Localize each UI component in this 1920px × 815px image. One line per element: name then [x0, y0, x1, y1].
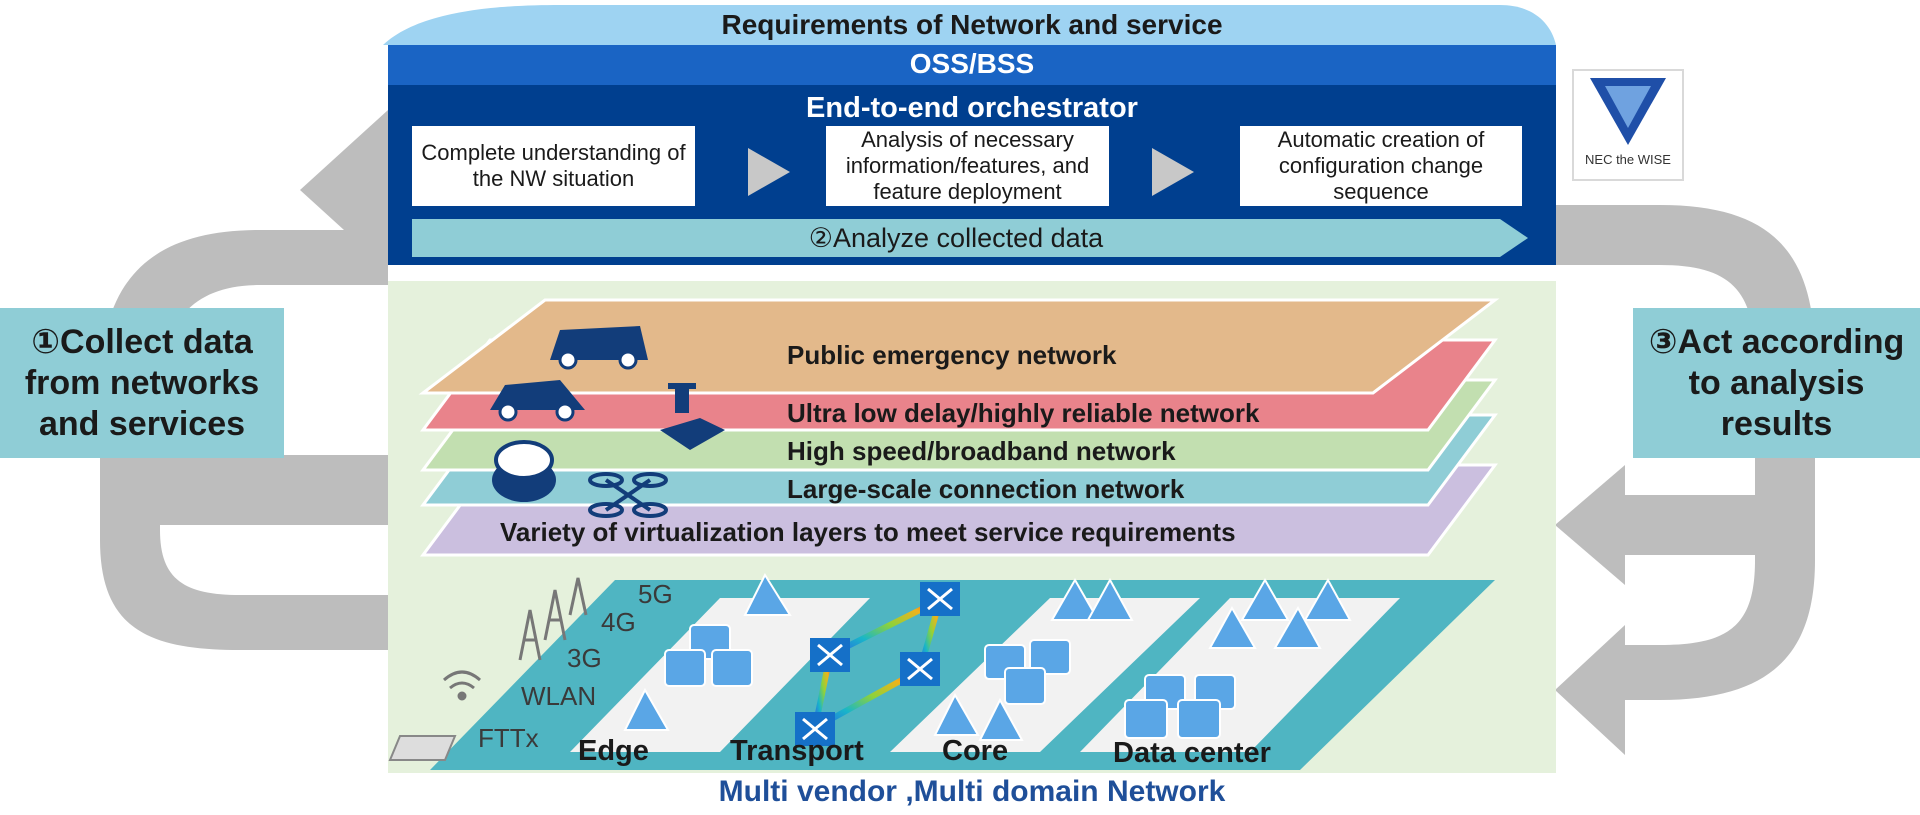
logo-text: NEC the WISE	[1585, 152, 1671, 167]
orchestrator-title: End-to-end orchestrator	[806, 92, 1138, 124]
domain-core: Core	[942, 735, 1009, 767]
access-fttx: FTTx	[478, 723, 539, 753]
step-arrow-icon	[1152, 148, 1194, 196]
car-icon	[490, 380, 585, 422]
server-icons	[664, 624, 1236, 739]
function-triangle-icons	[623, 572, 1352, 741]
access-4g: 4G	[601, 607, 636, 637]
wifi-icon	[443, 670, 481, 701]
oss-bss-bar	[388, 45, 1556, 85]
step-understand-nw: Complete understanding of the NW situati…	[412, 126, 695, 206]
step-config-sequence: Automatic creation of configuration chan…	[1240, 126, 1522, 206]
layer-public-emergency	[418, 298, 1500, 395]
onu-device-icon	[388, 735, 457, 761]
transport-switch-icons	[795, 582, 960, 746]
domain-transport: Transport	[730, 735, 864, 767]
right-cycle-arrow	[1555, 205, 1815, 755]
drone-icon	[588, 472, 668, 518]
layer-label-large-scale: Large-scale connection network	[787, 474, 1185, 504]
access-3g: 3G	[567, 643, 602, 673]
camera-icon	[660, 383, 725, 450]
cell-tower-icons	[518, 577, 588, 661]
layer-label-virtualization: Variety of virtualization layers to meet…	[500, 517, 1236, 547]
robot-vacuum-icon	[492, 440, 556, 502]
requirements-header-shape	[383, 5, 1556, 45]
step-analysis-features: Analysis of necessary information/featur…	[826, 126, 1109, 206]
act-results-label: ③Act according to analysis results	[1633, 308, 1920, 458]
layer-label-high-speed: High speed/broadband network	[787, 436, 1176, 466]
step-arrow-icon	[748, 148, 790, 196]
domain-data-center: Data center	[1113, 737, 1271, 769]
footer-title: Multi vendor ,Multi domain Network	[718, 775, 1226, 808]
ambulance-icon	[550, 326, 648, 370]
analyze-banner-label: ②Analyze collected data	[808, 223, 1104, 253]
oss-bss-label: OSS/BSS	[909, 48, 1035, 79]
domain-edge: Edge	[578, 735, 649, 767]
collect-data-label: ①Collect data from networks and services	[0, 308, 284, 458]
layer-label-public-emergency: Public emergency network	[787, 340, 1117, 370]
access-5g: 5G	[638, 579, 673, 609]
layer-label-ultra-low-delay: Ultra low delay/highly reliable network	[787, 398, 1260, 428]
left-cycle-arrow	[100, 110, 390, 650]
requirements-title: Requirements of Network and service	[721, 9, 1223, 40]
analyze-banner-shape	[412, 219, 1528, 257]
access-wlan: WLAN	[521, 681, 597, 711]
